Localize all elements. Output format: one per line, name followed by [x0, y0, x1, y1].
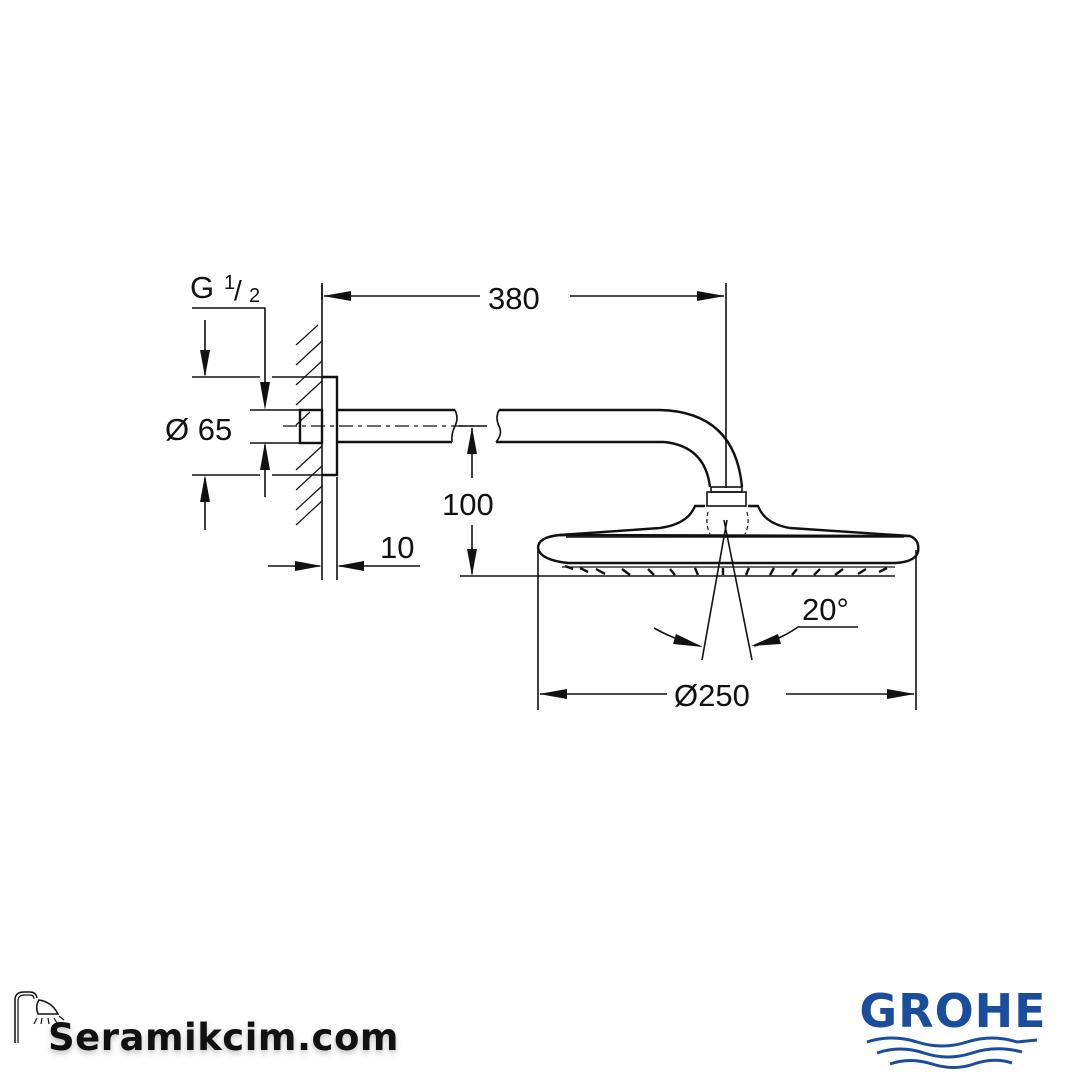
label-thread: G — [190, 270, 214, 305]
retailer-logo: Seramikcim.com — [12, 988, 398, 1068]
label-head-diameter: Ø250 — [674, 678, 750, 713]
dimension-380: 380 — [321, 281, 727, 488]
wall-flange — [283, 375, 480, 477]
waves-icon — [866, 1036, 1038, 1069]
label-flange-diameter: Ø 65 — [165, 412, 232, 447]
label-flange-depth: 10 — [380, 530, 414, 565]
manufacturer-name: GROHE — [859, 984, 1047, 1038]
svg-text:/: / — [234, 275, 242, 306]
label-spray-angle: 20° — [802, 592, 849, 627]
shower-arm — [337, 408, 744, 488]
shower-icon — [14, 991, 65, 1043]
label-arm-length: 380 — [488, 281, 540, 316]
dimension-thread: G 1 / 2 — [190, 270, 300, 497]
dimension-head-diameter: Ø250 — [537, 550, 917, 713]
dimension-flange-depth: 10 — [268, 477, 420, 580]
shower-head — [460, 486, 920, 577]
label-thread-denominator: 2 — [249, 285, 260, 307]
retailer-name: Seramikcim.com — [48, 1016, 399, 1059]
label-drop-height: 100 — [442, 487, 494, 522]
dimension-flange-diameter: Ø 65 — [165, 320, 322, 530]
dimension-spray-angle: 20° — [653, 519, 858, 661]
manufacturer-logo: GROHE — [848, 984, 1058, 1070]
dimension-drop-height: 100 — [442, 425, 494, 576]
label-thread-numerator: 1 — [224, 272, 235, 294]
